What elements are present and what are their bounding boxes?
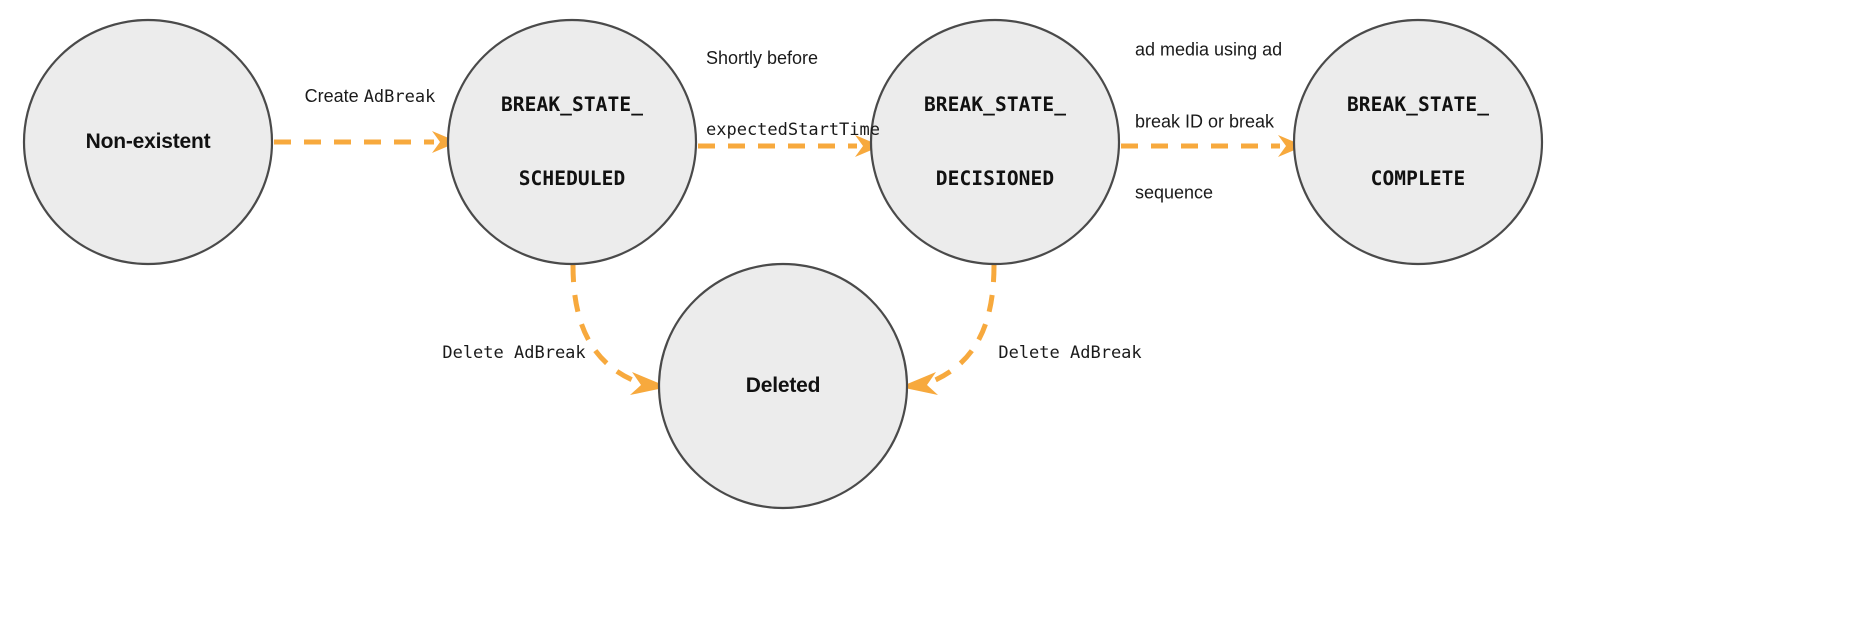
- edge-delete-from-scheduled: [570, 264, 668, 395]
- node-break-state-complete[interactable]: [1292, 18, 1544, 266]
- node-non-existent[interactable]: [22, 18, 274, 266]
- edge-end-user-requests-arrowhead: [1278, 135, 1304, 157]
- edge-create-adbreak-arrowhead: [432, 131, 458, 153]
- node-deleted[interactable]: [657, 262, 909, 510]
- edge-shortly-before-arrowhead: [855, 135, 881, 157]
- edge-delete-from-decisioned: [900, 264, 997, 395]
- edge-shortly-before: [698, 135, 881, 157]
- edge-delete-from-scheduled-arrowhead: [630, 372, 668, 395]
- edge-create-adbreak: [274, 131, 458, 153]
- edge-delete-from-decisioned-line: [922, 264, 997, 388]
- node-break-state-scheduled[interactable]: [446, 18, 698, 266]
- edge-end-user-requests: [1121, 135, 1304, 157]
- node-break-state-decisioned[interactable]: [869, 18, 1121, 266]
- edge-delete-from-decisioned-arrowhead: [900, 372, 938, 395]
- edge-delete-from-scheduled-line: [570, 264, 646, 388]
